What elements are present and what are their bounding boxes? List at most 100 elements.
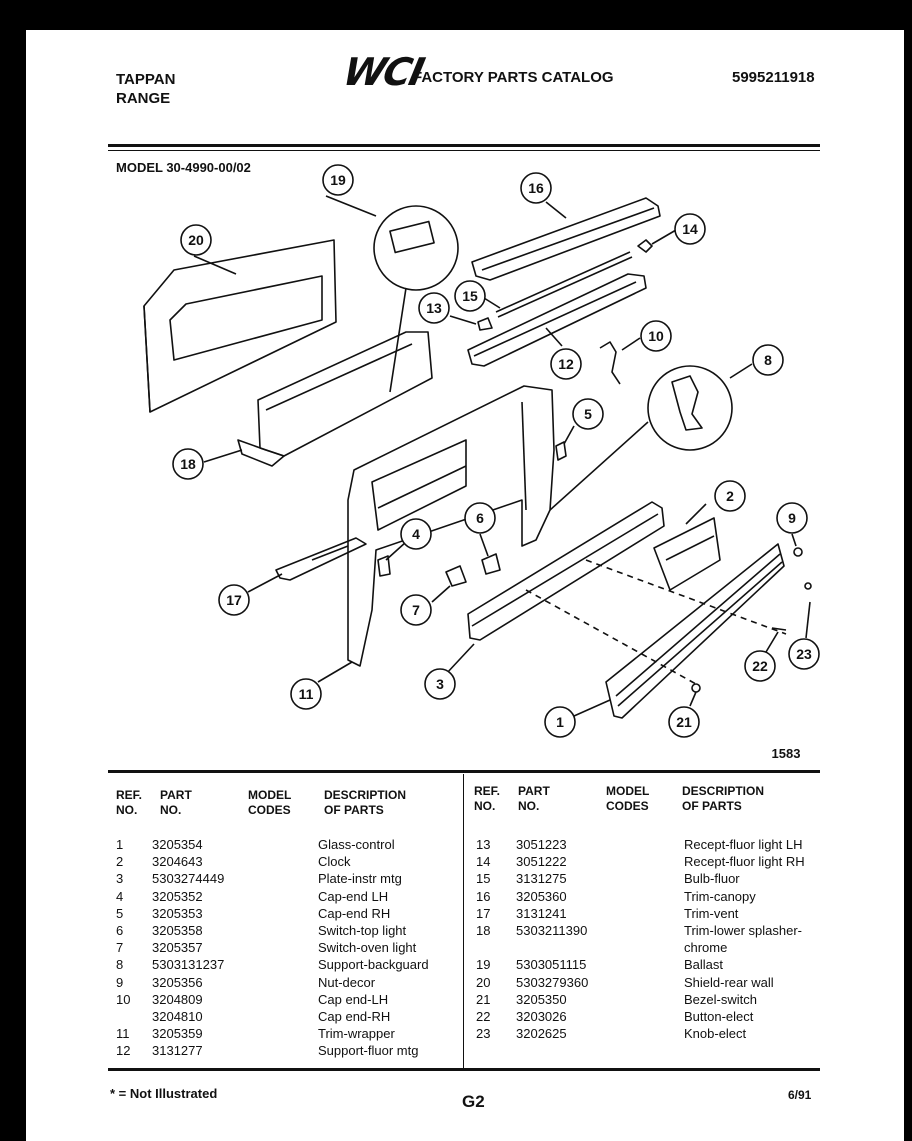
callout-label-18: 18 (180, 456, 196, 472)
desc-cell: Cap-end LH (318, 888, 389, 904)
ref-cell: 7 (116, 940, 124, 956)
header-desc-line1: DESCRIPTION (324, 788, 407, 802)
desc-cell: Recept-fluor light RH (684, 854, 805, 870)
callout-16 (520, 172, 552, 204)
ref-cell: 17 (476, 905, 491, 921)
part-cell: 5303131237 (152, 957, 225, 973)
callout-23 (788, 638, 820, 670)
part-caps-switches (377, 441, 567, 587)
part-cell: 3205354 (152, 837, 203, 852)
part-vent-trim (275, 537, 367, 581)
part-cell: 3205356 (152, 974, 203, 990)
part-support-backguard-inset (549, 365, 733, 511)
ref-cell: 4 (116, 888, 124, 904)
desc-cell: Trim-canopy (684, 888, 756, 904)
part-shield-rear-wall (143, 239, 337, 413)
header-part-left: PART NO. (160, 788, 192, 818)
callout-label-13: 13 (426, 300, 442, 316)
ref-cell: 3 (116, 871, 124, 887)
desc-cell: chrome (684, 940, 728, 956)
callout-label-6: 6 (476, 510, 484, 526)
callout-4 (400, 518, 432, 550)
exploded-parts-diagram: 20 19 16 14 15 13 12 10 8 5 18 2 9 6 4 1… (143, 164, 820, 761)
callout-17 (218, 584, 250, 616)
header-model-line2: CODES (248, 803, 291, 817)
ref-cell: 9 (116, 974, 124, 990)
callout-12 (550, 348, 582, 380)
ref-cell: 2 (116, 854, 124, 870)
header-rule (108, 144, 820, 147)
callout-label-23: 23 (796, 646, 812, 662)
header-model-line1: MODEL (248, 788, 292, 802)
callout-label-14: 14 (682, 221, 698, 237)
callout-label-9: 9 (788, 510, 796, 526)
part-ballast-inset (373, 205, 459, 393)
ref-cell: 18 (476, 922, 491, 938)
desc-cell: Clock (318, 854, 351, 870)
ref-cell: 15 (476, 871, 491, 887)
desc-cell: Switch-oven light (318, 940, 417, 956)
callout-10 (640, 320, 672, 352)
part-trim-wrapper (347, 385, 555, 667)
callout-label-1: 1 (556, 714, 564, 730)
ref-cell: 1 (116, 837, 124, 852)
ref-cell: 20 (476, 974, 491, 990)
ref-cell: 12 (116, 1043, 131, 1059)
header-part-line1: PART (518, 784, 550, 798)
callout-label-15: 15 (462, 288, 478, 304)
callout-19 (322, 164, 354, 196)
header-model-line2: CODES (606, 799, 649, 813)
header-ref-left: REF. NO. (116, 788, 142, 818)
model-label: MODEL 30-4990-00/02 (116, 160, 251, 175)
callout-label-11: 11 (299, 686, 314, 702)
header-part-line1: PART (160, 788, 192, 802)
part-cell: 5303279360 (516, 974, 589, 990)
callout-label-2: 2 (726, 488, 734, 504)
part-cell: 3205358 (152, 922, 203, 938)
callout-1 (544, 706, 576, 738)
desc-cell: Glass-control (318, 837, 395, 852)
header-desc-line2: OF PARTS (324, 803, 384, 817)
callout-label-12: 12 (558, 356, 574, 372)
callout-label-21: 21 (676, 714, 692, 730)
callout-20 (180, 224, 212, 256)
table-top-rule (108, 770, 820, 773)
callout-14 (674, 213, 706, 245)
brand-block: TAPPAN RANGE (116, 70, 175, 108)
callout-15 (454, 280, 486, 312)
desc-cell: Cap end-RH (318, 1008, 391, 1024)
table-divider (463, 774, 464, 1068)
table-row: 9 3205356 Nut-decor (116, 974, 460, 991)
desc-cell: Trim-vent (684, 905, 739, 921)
callout-label-20: 20 (188, 232, 204, 248)
table-row: chrome (476, 939, 820, 956)
part-cell: 3131275 (516, 871, 567, 887)
header-desc-line2: OF PARTS (682, 799, 742, 813)
page-code: G2 (462, 1092, 485, 1111)
part-cell: 3205350 (516, 991, 567, 1007)
header-ref-line1: REF. (116, 788, 143, 802)
callout-label-8: 8 (764, 352, 772, 368)
desc-cell: Support-fluor mtg (318, 1043, 419, 1059)
header-part-line2: NO. (518, 799, 540, 813)
part-clock (653, 517, 721, 591)
part-cell: 3205352 (152, 888, 203, 904)
callout-22 (744, 650, 776, 682)
brand-line2: RANGE (116, 90, 171, 107)
desc-cell: Nut-decor (318, 974, 376, 990)
part-glass-control (525, 543, 787, 719)
